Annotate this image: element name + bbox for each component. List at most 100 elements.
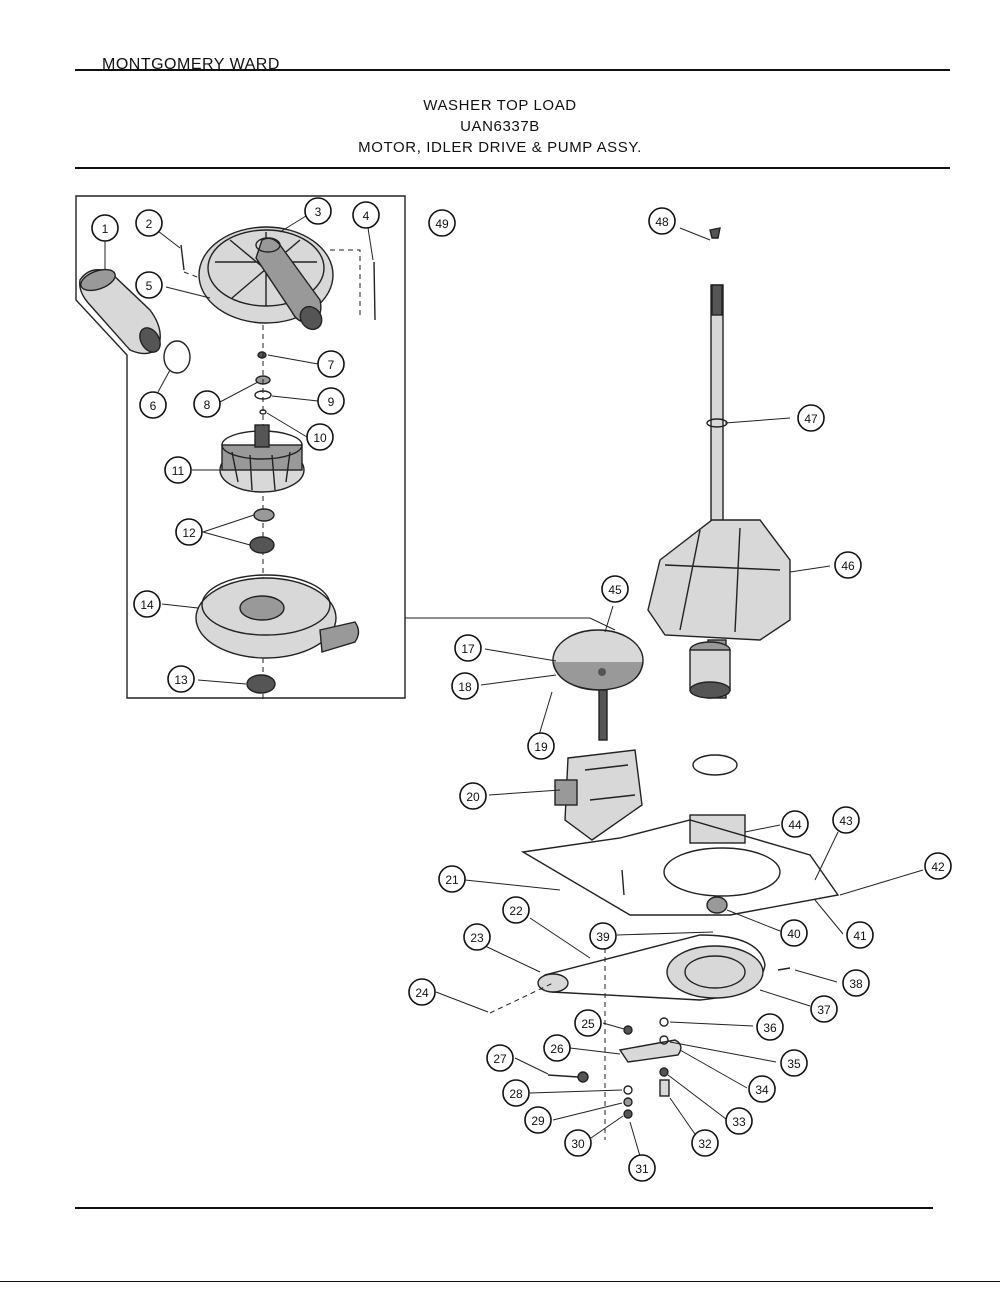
callout-20: 20 [459, 782, 487, 810]
callout-8: 8 [193, 390, 221, 418]
svg-text:36: 36 [763, 1021, 777, 1035]
callout-43: 43 [832, 806, 860, 834]
bolt-27 [547, 1074, 579, 1078]
callout-22: 22 [502, 896, 530, 924]
callout-10: 10 [306, 423, 334, 451]
pump-cover [198, 226, 334, 331]
svg-text:20: 20 [466, 790, 480, 804]
model-number: UAN6337B [460, 118, 540, 135]
svg-text:10: 10 [313, 431, 327, 445]
svg-text:38: 38 [849, 977, 863, 991]
svg-text:29: 29 [531, 1114, 545, 1128]
callout-37: 37 [810, 995, 838, 1023]
washer-29 [623, 1097, 633, 1107]
callout-45: 45 [601, 575, 629, 603]
svg-text:34: 34 [755, 1083, 769, 1097]
motor-pulley [537, 973, 569, 993]
svg-text:9: 9 [328, 395, 335, 409]
callout-3: 3 [304, 197, 332, 225]
svg-text:37: 37 [817, 1003, 831, 1017]
spring-38 [777, 967, 791, 971]
callout-12: 12 [175, 518, 203, 546]
svg-text:42: 42 [931, 860, 945, 874]
callout-44: 44 [781, 810, 809, 838]
svg-text:6: 6 [150, 399, 157, 413]
callout-41: 41 [846, 921, 874, 949]
svg-text:1: 1 [102, 222, 109, 236]
svg-text:23: 23 [470, 931, 484, 945]
washer-30 [623, 1109, 633, 1119]
svg-text:41: 41 [853, 929, 867, 943]
page-edge-rule [0, 1281, 1000, 1282]
belt-guide-line [489, 930, 606, 1140]
nut-35 [659, 1035, 669, 1045]
svg-text:19: 19 [534, 740, 548, 754]
leader-lines [104, 215, 924, 1164]
pump-seal [246, 674, 276, 694]
nut-36 [659, 1017, 669, 1027]
screw-guide-right [330, 249, 361, 318]
callout-48: 48 [648, 207, 676, 235]
nut-27 [577, 1071, 589, 1083]
svg-text:3: 3 [315, 205, 322, 219]
bearing-upper [253, 508, 275, 522]
callout-13: 13 [167, 665, 195, 693]
callout-30: 30 [564, 1129, 592, 1157]
seal-7 [257, 351, 267, 359]
screw-left [180, 244, 185, 271]
diagram-title: WASHER TOP LOAD [423, 97, 577, 114]
callout-23: 23 [463, 923, 491, 951]
svg-text:21: 21 [445, 873, 459, 887]
svg-text:11: 11 [172, 464, 185, 478]
pump-to-drive-line [405, 617, 616, 631]
svg-text:4: 4 [363, 209, 370, 223]
callout-25: 25 [574, 1009, 602, 1037]
callout-2: 2 [135, 209, 163, 237]
svg-text:5: 5 [146, 279, 153, 293]
callout-26: 26 [543, 1034, 571, 1062]
svg-text:18: 18 [458, 680, 472, 694]
callout-14: 14 [133, 590, 161, 618]
nut-25 [623, 1025, 633, 1035]
pump-assembly-frame [75, 195, 406, 699]
nut-33 [659, 1067, 669, 1077]
shaft-cap [709, 227, 721, 239]
callout-46: 46 [834, 551, 862, 579]
callout-35: 35 [780, 1049, 808, 1077]
callout-49: 49 [428, 209, 456, 237]
svg-text:49: 49 [435, 217, 449, 231]
idler-bushing [706, 896, 728, 914]
callout-21: 21 [438, 865, 466, 893]
svg-text:12: 12 [182, 526, 196, 540]
motor-unit [554, 689, 643, 841]
pump-base [195, 574, 360, 659]
callout-32: 32 [691, 1129, 719, 1157]
svg-text:48: 48 [655, 215, 669, 229]
washer-28 [623, 1085, 633, 1095]
svg-text:45: 45 [608, 583, 622, 597]
svg-text:27: 27 [493, 1052, 507, 1066]
callout-34: 34 [748, 1075, 776, 1103]
svg-text:8: 8 [204, 398, 211, 412]
svg-text:40: 40 [787, 927, 801, 941]
callout-11: 11 [164, 456, 192, 484]
callout-27: 27 [486, 1044, 514, 1072]
diagram-subtitle: MOTOR, IDLER DRIVE & PUMP ASSY. [358, 139, 642, 156]
callout-17: 17 [454, 634, 482, 662]
plate-hub [663, 847, 781, 897]
svg-text:30: 30 [571, 1137, 585, 1151]
svg-text:31: 31 [635, 1162, 649, 1176]
brand-label: MONTGOMERY WARD [102, 56, 280, 73]
plate-stud [621, 869, 625, 896]
svg-text:7: 7 [328, 358, 335, 372]
mounting-plate [520, 819, 840, 916]
callout-29: 29 [524, 1106, 552, 1134]
bearing-lower [249, 536, 275, 554]
svg-text:33: 33 [732, 1115, 746, 1129]
callout-1: 1 [91, 214, 119, 242]
callout-7: 7 [317, 350, 345, 378]
svg-text:2: 2 [146, 217, 153, 231]
top-rule [75, 69, 950, 71]
callout-19: 19 [527, 732, 555, 760]
svg-text:17: 17 [461, 642, 475, 656]
